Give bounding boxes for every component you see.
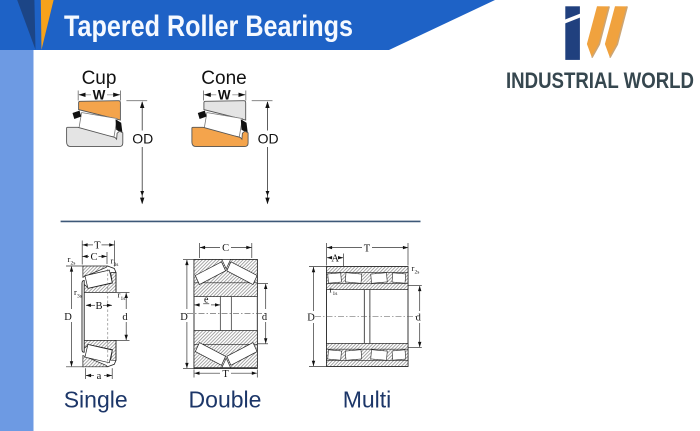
svg-text:2s: 2s <box>415 270 420 276</box>
svg-text:2s: 2s <box>71 261 76 267</box>
svg-text:1s: 1s <box>333 291 338 297</box>
svg-text:d: d <box>416 313 422 324</box>
svg-text:T: T <box>222 369 229 380</box>
svg-text:A: A <box>331 253 339 264</box>
svg-text:a: a <box>97 371 102 382</box>
svg-text:D: D <box>307 313 315 324</box>
svg-text:Multi: Multi <box>343 387 392 413</box>
svg-text:Tapered Roller Bearings: Tapered Roller Bearings <box>64 10 353 43</box>
svg-text:Single: Single <box>64 387 128 413</box>
svg-text:e: e <box>204 295 209 306</box>
svg-text:W: W <box>218 87 231 102</box>
svg-text:Cup: Cup <box>82 68 117 89</box>
svg-text:OD: OD <box>258 131 279 147</box>
svg-text:r: r <box>74 287 77 297</box>
svg-text:W: W <box>93 87 106 102</box>
svg-text:D: D <box>64 312 72 323</box>
svg-text:3s: 3s <box>114 262 119 268</box>
svg-text:1s: 1s <box>121 296 126 302</box>
svg-text:C: C <box>90 252 97 263</box>
svg-text:d: d <box>122 312 128 323</box>
svg-text:C: C <box>222 243 229 254</box>
svg-text:Double: Double <box>189 387 262 413</box>
svg-text:T: T <box>94 241 101 252</box>
svg-text:r: r <box>111 256 114 266</box>
svg-text:Cone: Cone <box>201 68 246 89</box>
svg-text:r: r <box>68 254 71 264</box>
svg-text:r: r <box>118 290 121 300</box>
svg-text:T: T <box>364 243 371 254</box>
svg-text:OD: OD <box>132 131 153 147</box>
svg-text:3s: 3s <box>77 294 82 300</box>
svg-text:d: d <box>262 312 268 323</box>
svg-text:B: B <box>95 301 102 312</box>
svg-text:INDUSTRIAL WORLD: INDUSTRIAL WORLD <box>506 68 694 93</box>
svg-text:r: r <box>412 263 415 273</box>
svg-text:r: r <box>330 285 333 295</box>
svg-text:D: D <box>180 312 188 323</box>
